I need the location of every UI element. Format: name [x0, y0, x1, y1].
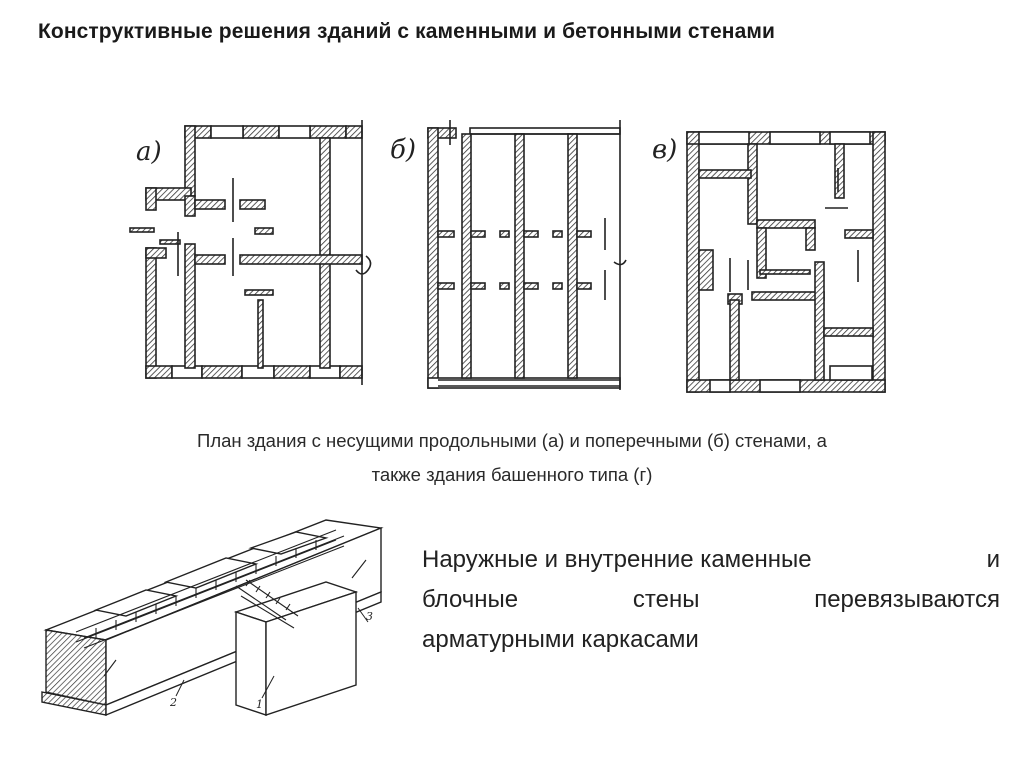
figure-caption: План здания с несущими продольными (а) и… — [40, 424, 984, 492]
plan-a-lines — [177, 120, 372, 385]
plan-a-label: а) — [136, 137, 162, 167]
plan-v-label: в) — [652, 135, 677, 165]
reinforced-wall-drawing: 2 1 3 — [41, 519, 384, 717]
slide-title: Конструктивные решения зданий с каменным… — [38, 20, 776, 43]
caption-line-2: также здания башенного типа (г) — [371, 464, 653, 485]
reinforcement-cage — [75, 529, 367, 677]
caption-line-1: План здания с несущими продольными (а) и… — [197, 430, 827, 451]
callout-2: 2 — [169, 696, 177, 709]
body-line-2-b: стены — [632, 586, 700, 613]
plan-b-transverse-walls: б) — [390, 127, 621, 389]
body-line-1-b: и — [986, 546, 1000, 573]
plan-a-longitudinal-walls: а) — [129, 125, 363, 379]
body-line-1-a: Наружные и внутренние каменные — [422, 546, 812, 573]
body-line-3: арматурными каркасами — [422, 620, 1000, 660]
body-line-1: Наружные и внутренние каменные и — [422, 540, 1000, 580]
body-line-2-c: перевязываются — [814, 586, 1000, 613]
callout-1: 1 — [256, 698, 263, 711]
plan-v-lines — [729, 168, 859, 292]
plan-v-tower-type: в) — [652, 131, 886, 393]
body-text: Наружные и внутренние каменные и блочные… — [422, 540, 1000, 660]
body-line-2-a: блочные — [422, 586, 519, 613]
callout-3: 3 — [366, 610, 373, 623]
body-line-2: блочные стены перевязываются — [422, 580, 1000, 620]
plan-b-label: б) — [390, 135, 416, 165]
body-line-3-a: арматурными каркасами — [422, 626, 699, 653]
plan-b-lines — [438, 120, 627, 390]
